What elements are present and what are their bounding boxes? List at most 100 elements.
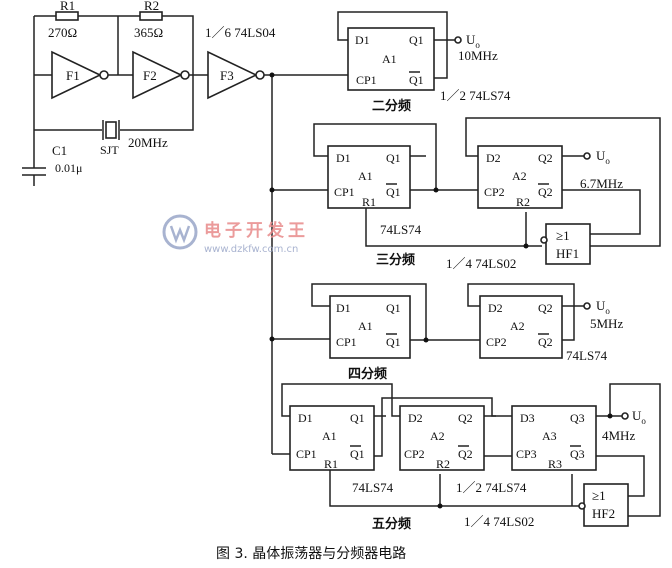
- pin-d2: D2: [488, 301, 503, 315]
- flipflop-a3: [511, 405, 597, 471]
- flipflop-a1: [289, 405, 375, 471]
- pin-q2: Q2: [538, 301, 553, 315]
- f3-label: F3: [220, 68, 234, 83]
- ff-name: A2: [510, 319, 525, 333]
- gate-note: 1／6 74LS04: [205, 25, 276, 40]
- pin-cp1: CP1: [336, 335, 357, 349]
- pin-d1: D1: [298, 411, 313, 425]
- inverter-f2: [132, 50, 183, 100]
- pin-cp1: CP1: [334, 185, 355, 199]
- chip-label: 1／2 74LS74: [440, 88, 511, 103]
- flipflop-a1: [327, 145, 411, 209]
- r2-label: R2: [144, 0, 159, 13]
- clock-bus: [264, 74, 330, 455]
- pin-q1: Q1: [386, 151, 401, 165]
- pin-cp2: CP2: [486, 335, 507, 349]
- gate-symbol: ≥1: [592, 488, 606, 503]
- flipflop-a2: [479, 295, 563, 359]
- f2-label: F2: [143, 68, 157, 83]
- section-title: 二分频: [372, 98, 411, 113]
- watermark-url: www.dzkfw.com.cn: [204, 244, 298, 255]
- watermark-text: 电子开发王: [204, 220, 309, 241]
- section-title: 五分频: [372, 516, 411, 531]
- crystal-label: SJT: [100, 143, 119, 157]
- r1-value: 270Ω: [48, 25, 77, 40]
- output-terminal: [454, 36, 462, 44]
- gate-chip-label: 1／4 74LS02: [464, 514, 534, 529]
- chip-label: 74LS74: [380, 222, 422, 237]
- pin-q2-bar: Q2: [458, 447, 473, 461]
- ff-name: A1: [322, 429, 337, 443]
- crystal-sjt: [105, 121, 117, 139]
- chip-label: 74LS74: [352, 480, 394, 495]
- divide-by-5-section: D1 Q1 A1 CP1 Q1 R1 D2 Q2 A2 CP2 Q2 R2 D3…: [281, 383, 661, 531]
- pin-q1: Q1: [350, 411, 365, 425]
- resistor-r2: [139, 11, 163, 21]
- pin-q2-bar: Q2: [538, 335, 553, 349]
- pin-d1: D1: [336, 151, 351, 165]
- out-label: Uo: [596, 148, 610, 166]
- pin-d1: D1: [336, 301, 351, 315]
- inverter-f3: [207, 50, 258, 100]
- section-title: 三分频: [376, 252, 415, 267]
- pin-q2: Q2: [458, 411, 473, 425]
- pin-cp2: CP2: [484, 185, 505, 199]
- ff-name: A1: [358, 319, 373, 333]
- gate-chip-label: 1／4 74LS02: [446, 256, 516, 271]
- out-label: Uo: [596, 298, 610, 316]
- pin-q3-bar: Q3: [570, 447, 585, 461]
- pin-r1: R1: [362, 195, 376, 209]
- oscillator-section: R1 270Ω R2 365Ω F1 F2 F3 1／6 74LS04 SJT …: [22, 0, 276, 186]
- pin-cp1: CP1: [356, 73, 377, 87]
- ff-name: A1: [382, 52, 397, 66]
- pin-q1-bar: Q1: [386, 185, 401, 199]
- pin-q1-bar: Q1: [386, 335, 401, 349]
- divide-by-2-section: D1 Q1 A1 CP1 Q1 Uo 10MHz 二分频 1／2 74LS74: [325, 11, 511, 113]
- out-label: Uo: [466, 32, 480, 50]
- pin-cp3: CP3: [516, 447, 537, 461]
- watermark-logo-icon: [162, 214, 198, 250]
- crystal-freq: 20MHz: [128, 135, 168, 150]
- flipflop-a2: [477, 145, 563, 209]
- pin-q1-bar: Q1: [350, 447, 365, 461]
- freq-label: 6.7MHz: [580, 176, 623, 191]
- pin-q1: Q1: [409, 33, 424, 47]
- freq-label: 4MHz: [602, 428, 635, 443]
- pin-d2: D2: [486, 151, 501, 165]
- pin-d3: D3: [520, 411, 535, 425]
- resistor-r1: [55, 11, 79, 21]
- c1-value: 0.01μ: [55, 161, 82, 175]
- r2-value: 365Ω: [134, 25, 163, 40]
- pin-q2-bar: Q2: [538, 185, 553, 199]
- gate-label: HF1: [556, 246, 579, 261]
- r1-label: R1: [60, 0, 75, 13]
- chip-label: 74LS74: [566, 348, 608, 363]
- watermark: 电子开发王 www.dzkfw.com.cn: [162, 214, 309, 255]
- pin-q2: Q2: [538, 151, 553, 165]
- chip-label-2: 1／2 74LS74: [456, 480, 527, 495]
- pin-r3: R3: [548, 457, 562, 471]
- ff-name: A3: [542, 429, 557, 443]
- gate-label: HF2: [592, 506, 615, 521]
- flipflop-a1: [329, 295, 411, 359]
- pin-cp2: CP2: [404, 447, 425, 461]
- ff-name: A2: [512, 169, 527, 183]
- pin-r1: R1: [324, 457, 338, 471]
- section-title: 四分频: [348, 366, 387, 381]
- out-label: Uo: [632, 408, 646, 426]
- divide-by-4-section: D1 Q1 A1 CP1 Q1 D2 Q2 A2 CP2 Q2 Uo 5MHz …: [311, 283, 623, 381]
- freq-label: 10MHz: [458, 48, 498, 63]
- flipflop-a2: [399, 405, 485, 471]
- divide-by-3-section: D1 Q1 A1 CP1 Q1 R1 D2 Q2 A2 CP2 Q2 R2 Uo…: [313, 117, 661, 271]
- f1-label: F1: [66, 68, 80, 83]
- pin-r2: R2: [516, 195, 530, 209]
- gate-symbol: ≥1: [556, 228, 570, 243]
- pin-q1-bar: Q1: [409, 73, 424, 87]
- pin-q1: Q1: [386, 301, 401, 315]
- pin-d1: D1: [355, 33, 370, 47]
- ff-name: A2: [430, 429, 445, 443]
- pin-q3: Q3: [570, 411, 585, 425]
- freq-label: 5MHz: [590, 316, 623, 331]
- ff-name: A1: [358, 169, 373, 183]
